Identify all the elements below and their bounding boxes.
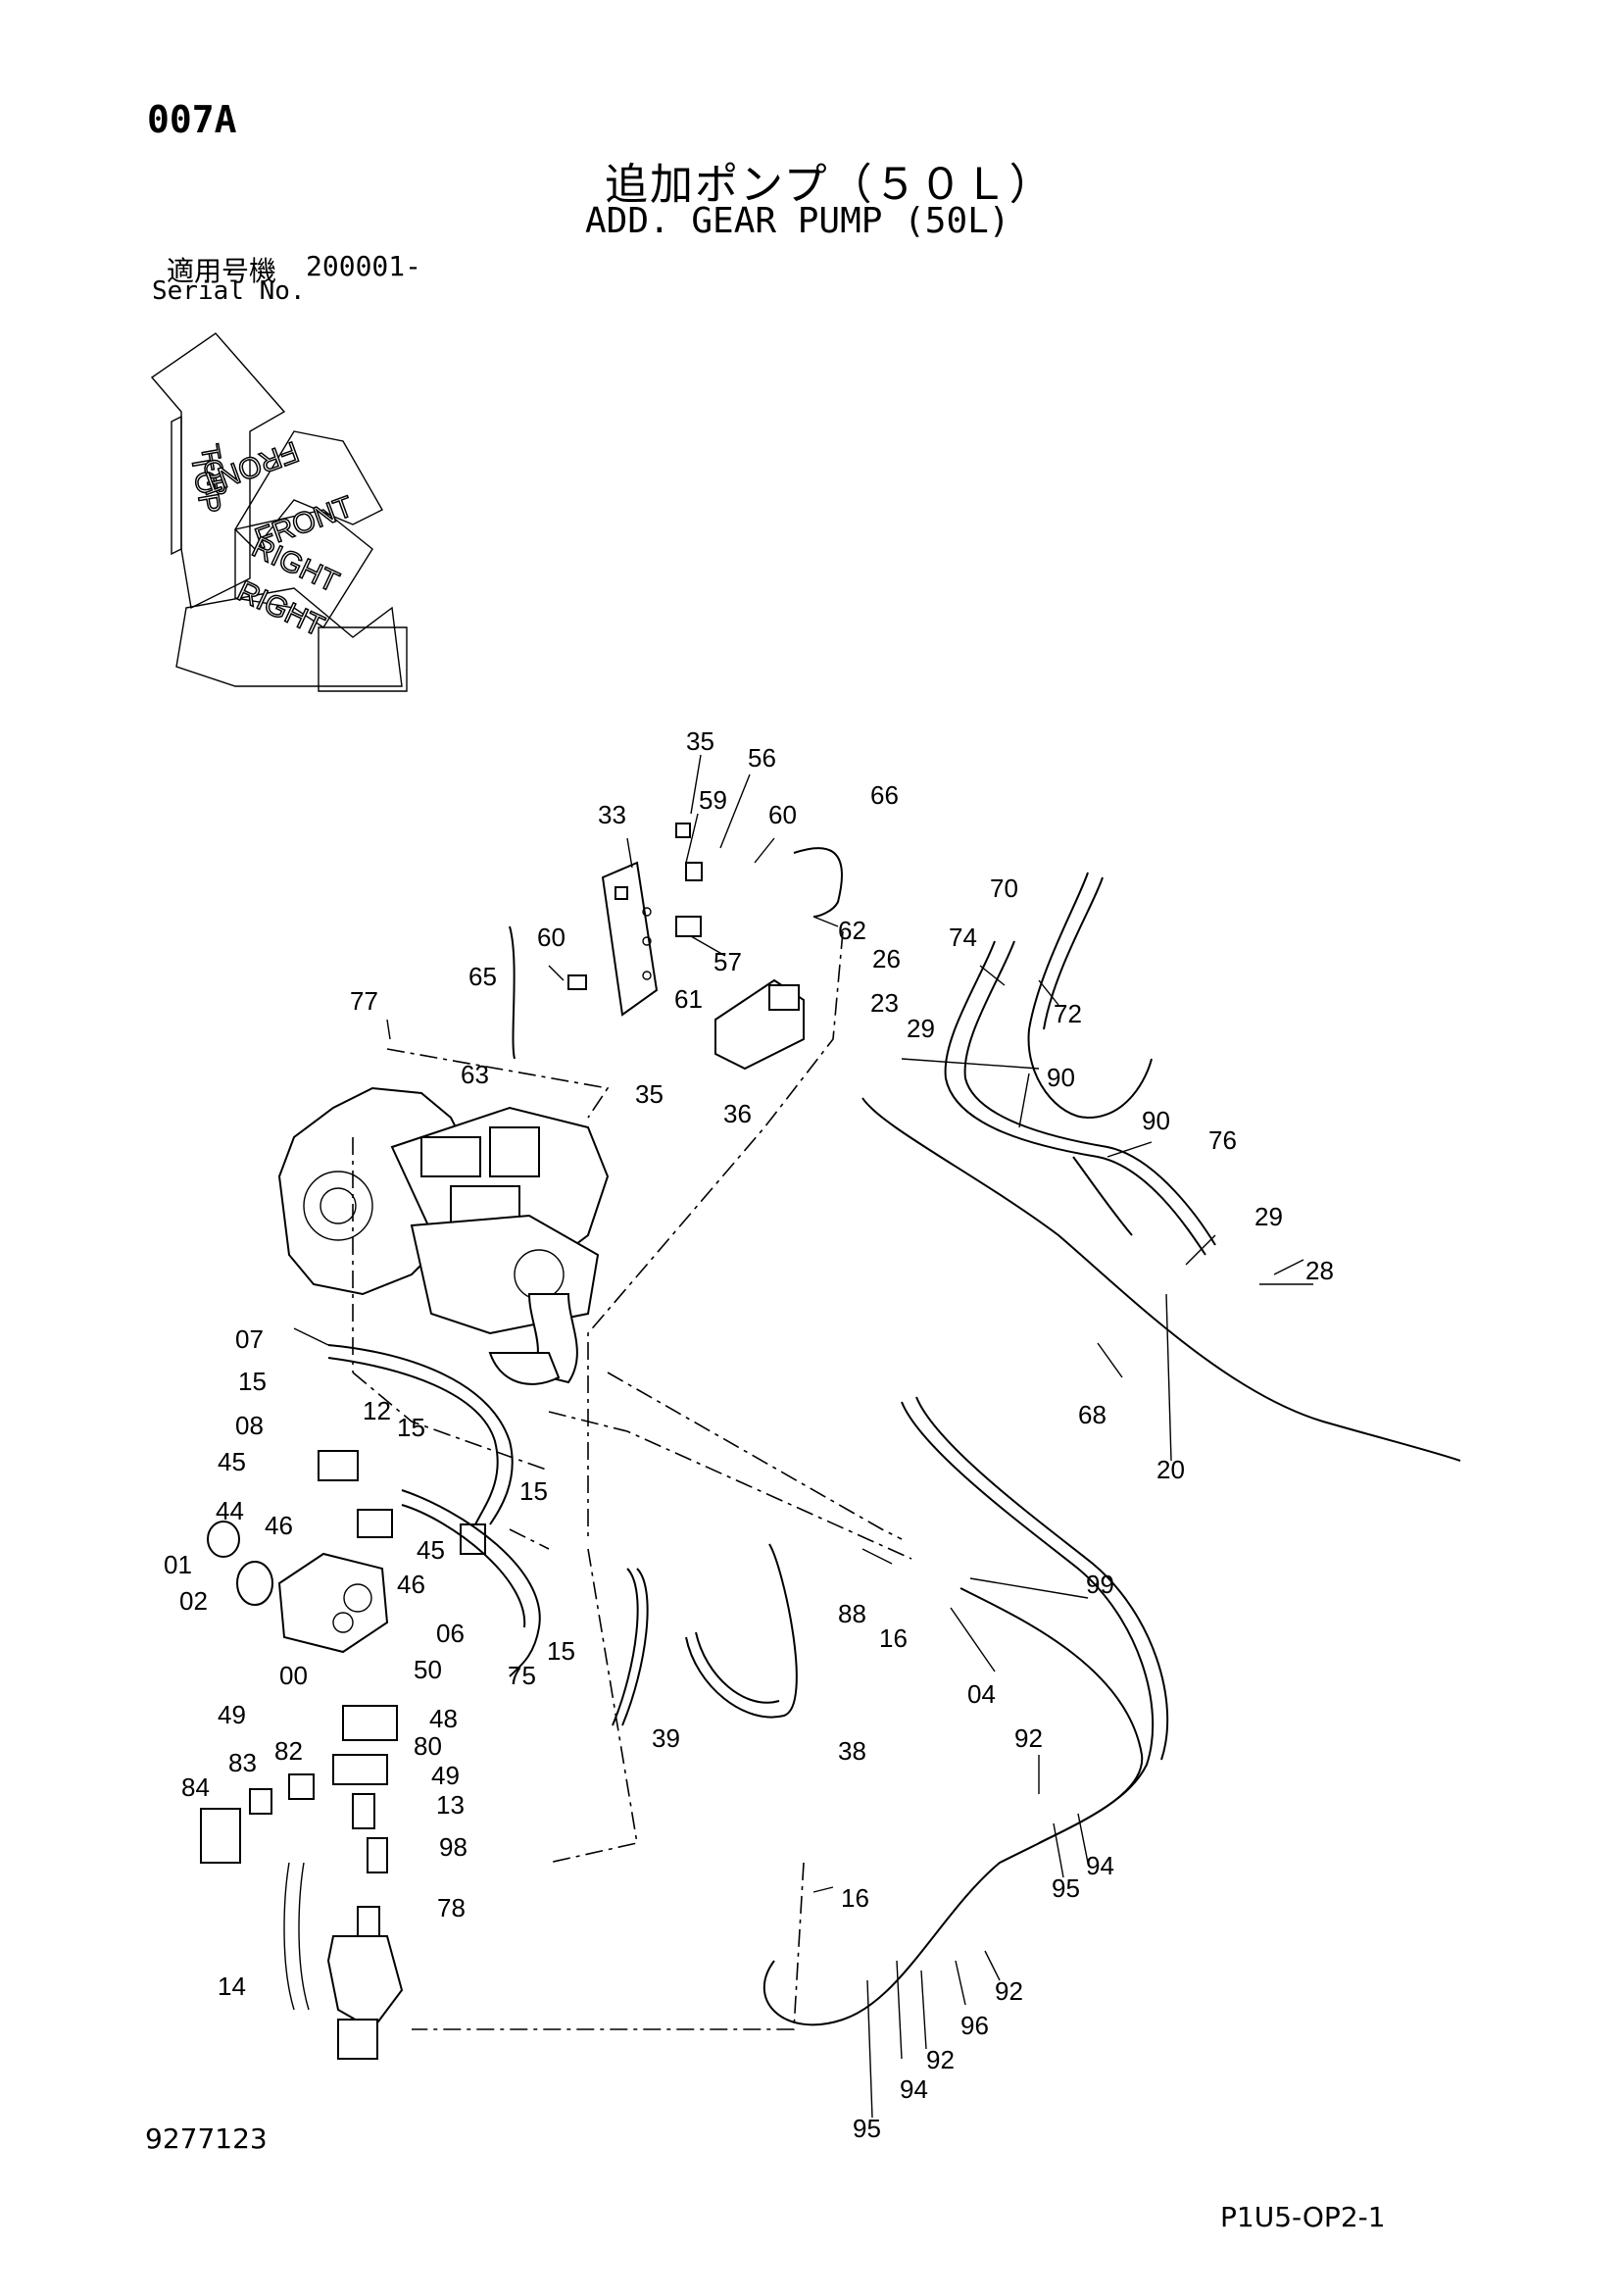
part-label: 83 [228,1748,257,1777]
part-label: 92 [995,1976,1023,2006]
part-label: 12 [363,1396,391,1425]
part-label: 78 [437,1893,466,1922]
serial-number: 200001- [306,250,422,282]
part-number-labels: 35 56 59 60 66 33 60 62 65 57 26 61 77 2… [164,726,1334,2143]
part-label: 80 [414,1731,442,1761]
part-label: 04 [967,1679,996,1709]
part-label: 99 [1086,1570,1114,1599]
part-label: 56 [748,743,776,773]
part-label: 33 [598,800,626,829]
part-label: 74 [949,923,977,952]
part-label: 90 [1047,1063,1075,1092]
part-label: 01 [164,1550,192,1579]
part-label: 75 [508,1661,536,1690]
page-reference-code: P1U5-OP2-1 [1220,2201,1386,2233]
part-label: 14 [218,1972,246,2001]
part-label: 46 [397,1570,425,1599]
part-label: 82 [274,1736,303,1766]
part-label: 15 [547,1636,575,1666]
part-label: 77 [350,986,378,1016]
drawing-reference-number: 9277123 [145,2122,268,2155]
part-label: 35 [686,726,714,756]
guide-lines [352,930,912,2030]
part-label: 16 [841,1883,869,1913]
part-label: 72 [1054,999,1082,1028]
part-label: 45 [417,1535,445,1565]
part-label: 95 [853,2114,881,2143]
part-label: 60 [537,923,566,952]
part-label: 00 [279,1661,308,1690]
part-label: 94 [900,2074,928,2104]
page-code: 007A [147,98,237,141]
part-label: 39 [652,1723,680,1753]
part-label: 13 [436,1790,465,1820]
part-label: 98 [439,1832,467,1862]
part-label: 45 [218,1447,246,1476]
part-label: 63 [461,1060,489,1089]
part-label: 26 [872,944,901,973]
part-label: 95 [1052,1873,1080,1903]
part-label: 16 [879,1623,908,1653]
part-label: 46 [265,1511,293,1540]
part-label: 59 [699,785,727,815]
part-label: 06 [436,1619,465,1648]
part-label: 15 [397,1413,425,1442]
part-label: 38 [838,1736,866,1766]
part-label: 65 [468,962,497,991]
part-label: 35 [635,1079,664,1109]
serial-label-english: Serial No. [152,276,306,306]
part-label: 90 [1142,1106,1170,1135]
serial-label-japanese: 適用号機 [167,255,277,287]
part-label: 28 [1305,1256,1334,1285]
main-pump-assembly [277,1086,610,1385]
part-label: 62 [838,916,866,945]
part-label: 60 [768,800,797,829]
part-label: 44 [216,1496,244,1525]
part-label: 84 [181,1772,210,1802]
part-label: 94 [1086,1851,1114,1880]
part-label: 50 [414,1655,442,1684]
part-label: 61 [674,984,703,1014]
hose-lines [327,847,1461,2026]
part-label: 57 [713,947,742,976]
leader-lines [293,754,1313,2119]
part-label: 96 [960,2011,989,2040]
part-label: 68 [1078,1400,1107,1429]
title-japanese: 追加ポンプ（５０Ｌ） [605,160,1055,210]
part-label: 23 [870,988,899,1018]
part-label: 49 [431,1761,460,1790]
part-label: 66 [870,780,899,810]
part-label: 29 [907,1014,935,1043]
part-label: 76 [1208,1125,1237,1155]
part-label: 92 [926,2045,955,2074]
part-label: 36 [723,1099,752,1128]
part-label: 07 [235,1324,264,1354]
part-label: 70 [990,873,1018,903]
title-english: ADD. GEAR PUMP (50L) [585,201,1010,241]
part-label: 88 [838,1599,866,1628]
part-label: 48 [429,1704,458,1733]
part-label: 08 [235,1411,264,1440]
part-label: 29 [1254,1202,1283,1231]
part-label: 49 [218,1700,246,1729]
bracket-and-valve [567,823,805,1071]
part-label: 15 [519,1476,548,1506]
part-label: 20 [1156,1455,1185,1484]
part-label: 92 [1014,1723,1043,1753]
part-label: 02 [179,1586,208,1616]
orientation-indicator: TOP TOP FRONT FRONT RIGHT RIGHT [150,332,408,692]
part-label: 15 [238,1367,267,1396]
